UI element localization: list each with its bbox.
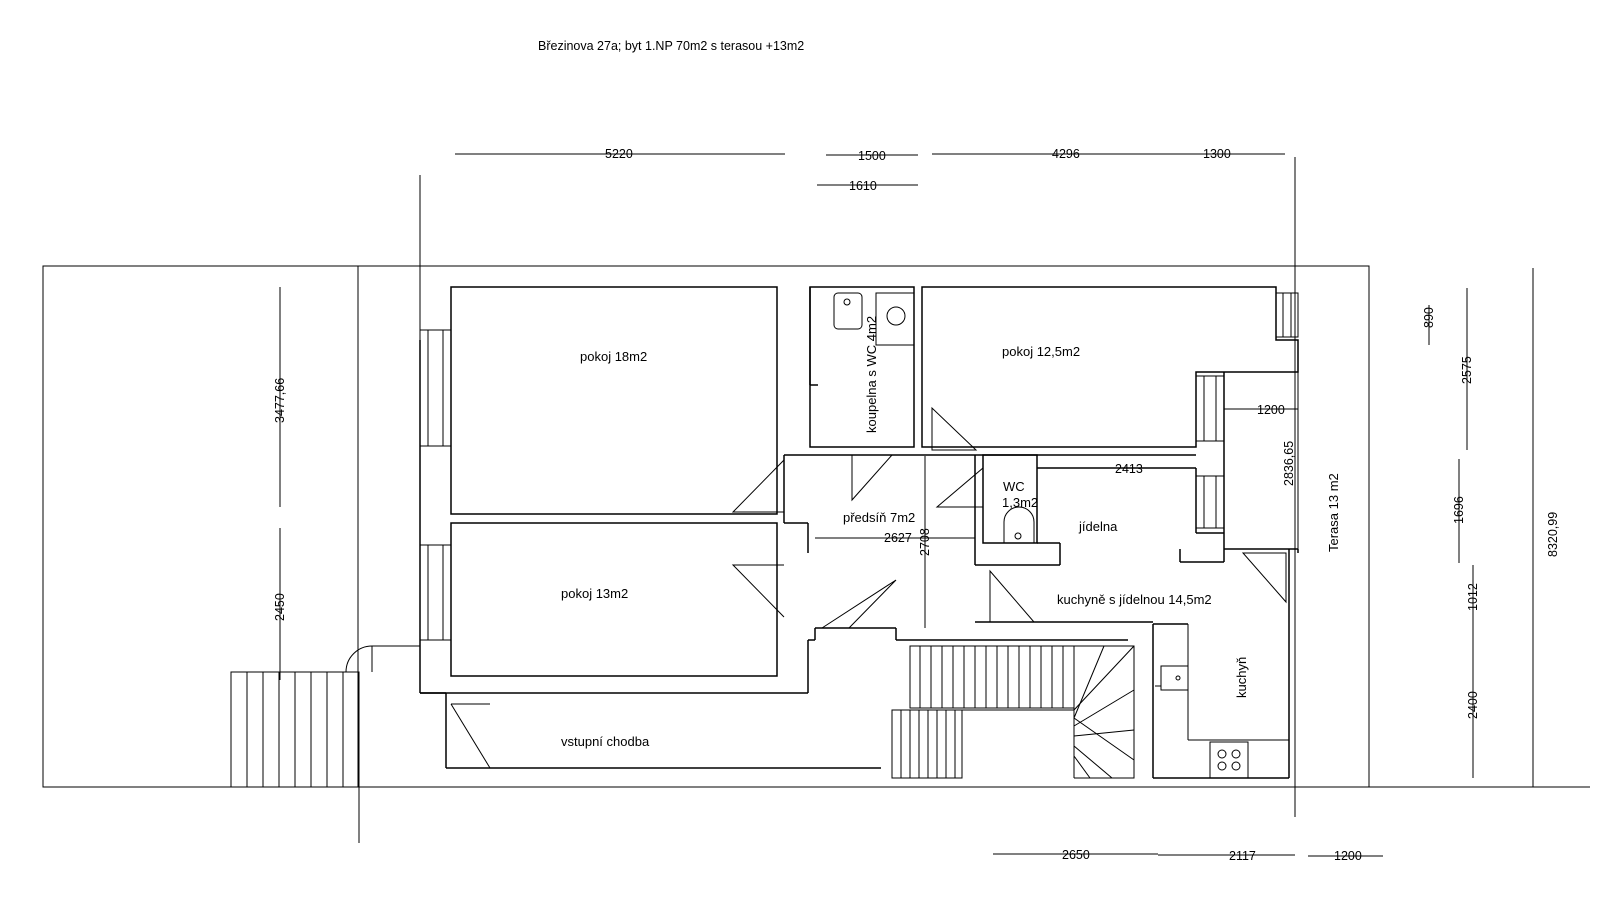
entrance-steps bbox=[230, 645, 420, 788]
label-pokoj-12-5: pokoj 12,5m2 bbox=[1002, 344, 1080, 359]
bottom-dimension-lines bbox=[993, 853, 1383, 857]
room-labels: pokoj 18m2 pokoj 13m2 pokoj 12,5m2 koupe… bbox=[561, 316, 1341, 749]
walls bbox=[419, 286, 1299, 779]
label-vstupni-chodba: vstupní chodba bbox=[561, 734, 650, 749]
label-pokoj-13: pokoj 13m2 bbox=[561, 586, 628, 601]
label-pokoj-18: pokoj 18m2 bbox=[580, 349, 647, 364]
label-jidelna: jídelna bbox=[1078, 519, 1118, 534]
dim-2450: 2450 bbox=[273, 593, 287, 621]
dim-2117: 2117 bbox=[1229, 849, 1256, 863]
dim-4296: 4296 bbox=[1052, 147, 1080, 161]
dim-2708: 2708 bbox=[918, 528, 932, 556]
dim-1012: 1012 bbox=[1466, 583, 1480, 611]
dim-2400: 2400 bbox=[1466, 691, 1480, 719]
dim-1200-inner: 1200 bbox=[1257, 403, 1285, 417]
door-swings bbox=[450, 406, 1287, 769]
label-predsin: předsíň 7m2 bbox=[843, 510, 915, 525]
interior-dimension-lines bbox=[815, 372, 1299, 628]
dim-2650: 2650 bbox=[1062, 848, 1090, 862]
staircase bbox=[891, 645, 1135, 779]
dim-1200-bottom: 1200 bbox=[1334, 849, 1362, 863]
label-koupelna: koupelna s WC 4m2 bbox=[864, 316, 879, 433]
dimension-texts: 5220 1500 4296 1300 1610 3477,66 2450 12… bbox=[273, 147, 1560, 863]
dim-5220: 5220 bbox=[605, 147, 633, 161]
dim-2836-65: 2836,65 bbox=[1282, 441, 1296, 486]
label-wc-area: 1,3m2 bbox=[1002, 495, 1038, 510]
plan-title: Březinova 27a; byt 1.NP 70m2 s terasou +… bbox=[538, 39, 804, 53]
label-kuchyne-jidelna: kuchyně s jídelnou 14,5m2 bbox=[1057, 592, 1212, 607]
dim-2575: 2575 bbox=[1460, 356, 1474, 384]
dim-3477-66: 3477,66 bbox=[273, 378, 287, 423]
dim-890: 890 bbox=[1422, 307, 1436, 328]
right-dimension-lines bbox=[1428, 288, 1474, 778]
top-dimension-lines bbox=[455, 153, 1285, 186]
dim-1696: 1696 bbox=[1452, 496, 1466, 524]
dim-2413: 2413 bbox=[1115, 462, 1143, 476]
dim-8320-99: 8320,99 bbox=[1546, 512, 1560, 557]
dim-1500: 1500 bbox=[858, 149, 886, 163]
dim-1610: 1610 bbox=[849, 179, 877, 193]
label-terasa: Terasa 13 m2 bbox=[1326, 473, 1341, 552]
label-kuchyn: kuchyň bbox=[1234, 657, 1249, 698]
site-outline bbox=[42, 265, 1590, 788]
dim-2627: 2627 bbox=[884, 531, 912, 545]
fixtures bbox=[833, 292, 1289, 779]
dim-1300: 1300 bbox=[1203, 147, 1231, 161]
label-wc: WC bbox=[1003, 479, 1025, 494]
windows bbox=[419, 292, 1299, 641]
